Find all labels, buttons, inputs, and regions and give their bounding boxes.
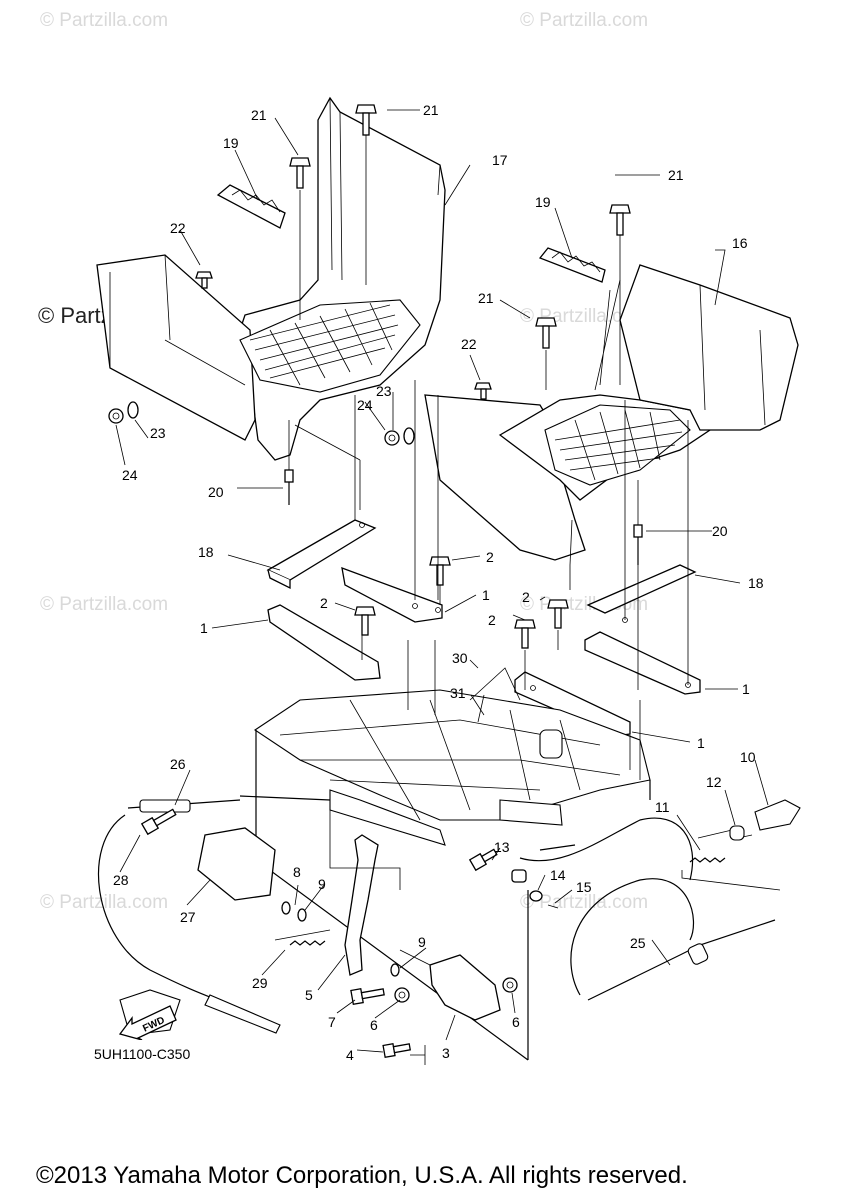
callout-6-b: 6 [512, 1014, 520, 1030]
callout-2-b: 2 [320, 595, 328, 611]
callout-25: 25 [630, 935, 646, 951]
callout-17: 17 [492, 152, 508, 168]
footrest-stays [266, 519, 701, 737]
callout-5: 5 [305, 987, 313, 1003]
right-footrest-part-16 [424, 264, 799, 561]
fwd-arrow-icon: FWD [118, 1005, 177, 1040]
callout-27: 27 [180, 909, 196, 925]
callout-2-a: 2 [486, 549, 494, 565]
callout-9-b: 9 [418, 934, 426, 950]
watermark-top-left: © Partzilla.com [40, 10, 169, 31]
callout-numbers: 21 21 21 21 19 19 17 16 22 22 23 23 24 2… [113, 102, 764, 1063]
callout-6-a: 6 [370, 1017, 378, 1033]
callout-3: 3 [442, 1045, 450, 1061]
callout-2-d: 2 [488, 612, 496, 628]
callout-22-b: 22 [461, 336, 477, 352]
callout-4: 4 [346, 1047, 354, 1063]
watermark-top-right: © Partzilla.com [520, 10, 649, 31]
callout-8: 8 [293, 864, 301, 880]
callout-21-a: 21 [423, 102, 439, 118]
diagram-code: 5UH1100-C350 [94, 1046, 191, 1062]
watermark-lower-right-2: © Partzilla.com [520, 892, 649, 913]
callout-24-b: 24 [122, 467, 138, 483]
callout-14: 14 [550, 867, 566, 883]
callout-1-d: 1 [697, 735, 705, 751]
callout-1-b: 1 [200, 620, 208, 636]
callout-18-a: 18 [198, 544, 214, 560]
callout-19-b: 19 [535, 194, 551, 210]
callout-19-a: 19 [223, 135, 239, 151]
callout-26: 26 [170, 756, 186, 772]
leader-lines [115, 109, 769, 1053]
callout-23-b: 23 [150, 425, 166, 441]
callout-2-c: 2 [522, 589, 530, 605]
callout-12: 12 [706, 774, 722, 790]
copyright-notice: ©2013 Yamaha Motor Corporation, U.S.A. A… [36, 1162, 688, 1189]
callout-16: 16 [732, 235, 748, 251]
callout-24-a: 24 [357, 397, 373, 413]
callout-20-b: 20 [712, 523, 728, 539]
callout-15: 15 [576, 879, 592, 895]
callout-22-a: 22 [170, 220, 186, 236]
callout-30: 30 [452, 650, 468, 666]
callout-21-d: 21 [478, 290, 494, 306]
left-footrest-part-17 [96, 96, 446, 461]
callout-10: 10 [740, 749, 756, 765]
callout-9-a: 9 [318, 876, 326, 892]
watermark-lower-left: © Partzilla.com [40, 892, 169, 913]
callout-21-b: 21 [251, 107, 267, 123]
callout-31: 31 [450, 685, 466, 701]
callout-28: 28 [113, 872, 129, 888]
assembly-guide-lines [288, 135, 781, 1065]
callout-1-a: 1 [482, 587, 490, 603]
watermark-mid-left: © Partzilla.com [40, 594, 169, 615]
frame [254, 667, 651, 1061]
callout-29: 29 [252, 975, 268, 991]
callout-18-b: 18 [748, 575, 764, 591]
callout-11: 11 [655, 799, 670, 815]
callout-13: 13 [494, 839, 510, 855]
callout-20-a: 20 [208, 484, 224, 500]
callout-21-c: 21 [668, 167, 684, 183]
callout-23-a: 23 [376, 383, 392, 399]
callout-1-c: 1 [742, 681, 750, 697]
fasteners [108, 104, 726, 1059]
cables [97, 795, 801, 1034]
callout-7: 7 [328, 1014, 336, 1030]
